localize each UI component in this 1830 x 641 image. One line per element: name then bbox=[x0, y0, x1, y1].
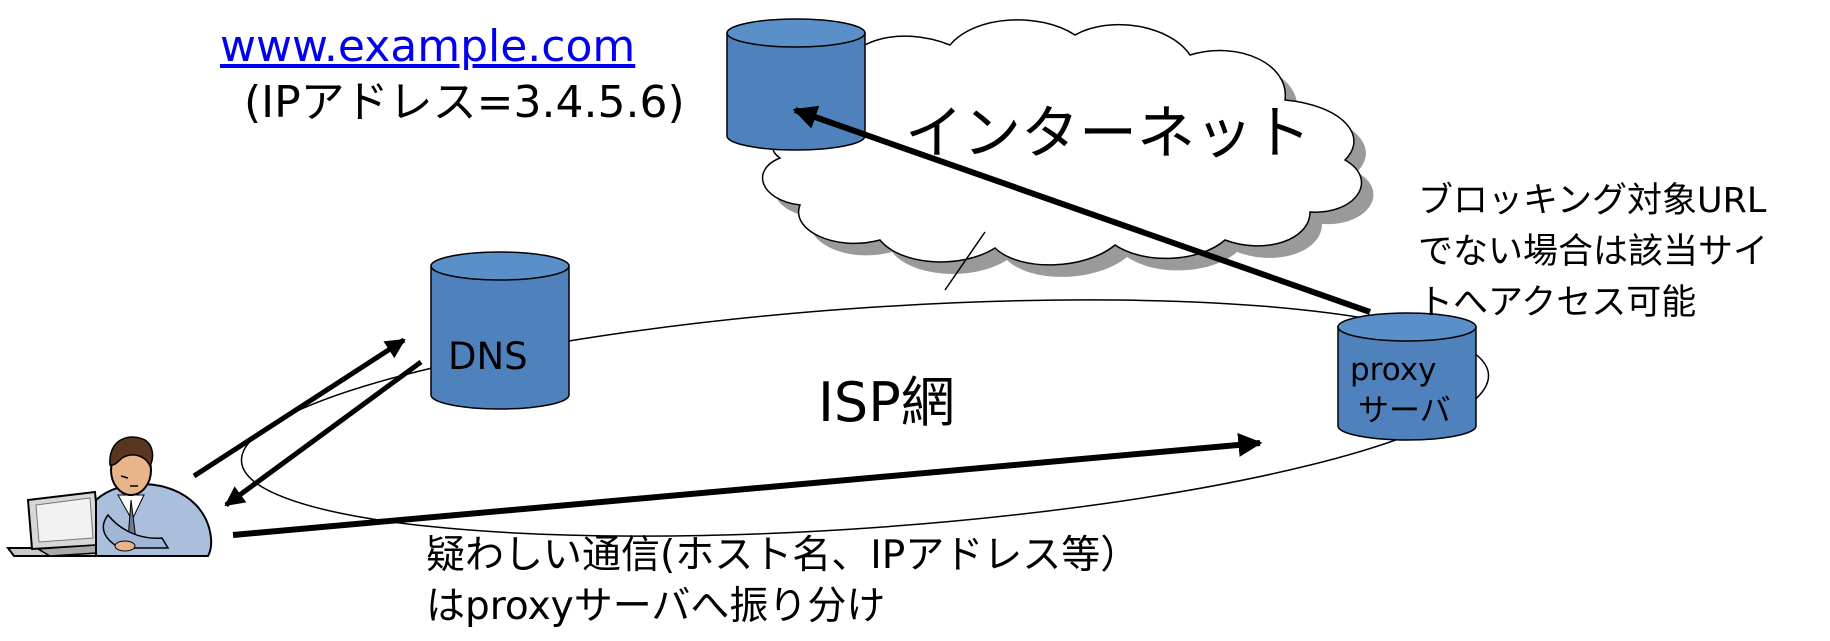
blocking-note-line1: ブロッキング対象URL bbox=[1418, 181, 1767, 221]
arrow-proxy-to-internet bbox=[792, 105, 1371, 315]
cloud-body bbox=[761, 19, 1363, 266]
arrow-user-to-dns bbox=[192, 337, 406, 479]
suspicious-note-line1: 疑わしい通信(ホスト名、IPアドレス等） bbox=[426, 533, 1140, 578]
internet-cloud bbox=[761, 19, 1374, 277]
isp-network-ellipse bbox=[240, 299, 1490, 537]
blocking-note-line2: でない場合は該当サイ bbox=[1418, 231, 1769, 272]
website-url-link[interactable]: www.example.com bbox=[220, 21, 636, 72]
internet-label: インターネット bbox=[905, 99, 1312, 167]
blocking-note-line3: トへアクセス可能 bbox=[1418, 282, 1697, 323]
suspicious-note-line2: はproxyサーバへ振り分け bbox=[426, 584, 886, 629]
dns-label: DNS bbox=[448, 335, 528, 378]
arrow-user-to-proxy bbox=[232, 432, 1263, 538]
arrow-dns-to-user bbox=[224, 359, 423, 508]
blocking-note: ブロッキング対象URL でない場合は該当サイ トへアクセス可能 bbox=[1418, 176, 1768, 328]
dns-server-cylinder bbox=[430, 251, 570, 410]
proxy-server-cylinder bbox=[1337, 312, 1477, 441]
proxy-label-line1: proxy bbox=[1350, 352, 1437, 388]
proxy-label-line2: サーバ bbox=[1358, 393, 1451, 429]
isp-internet-link bbox=[944, 231, 986, 291]
isp-network-label: ISP網 bbox=[818, 371, 955, 434]
website-ip-label: (IPアドレス=3.4.5.6) bbox=[244, 77, 685, 128]
person-at-laptop-icon bbox=[6, 436, 213, 557]
